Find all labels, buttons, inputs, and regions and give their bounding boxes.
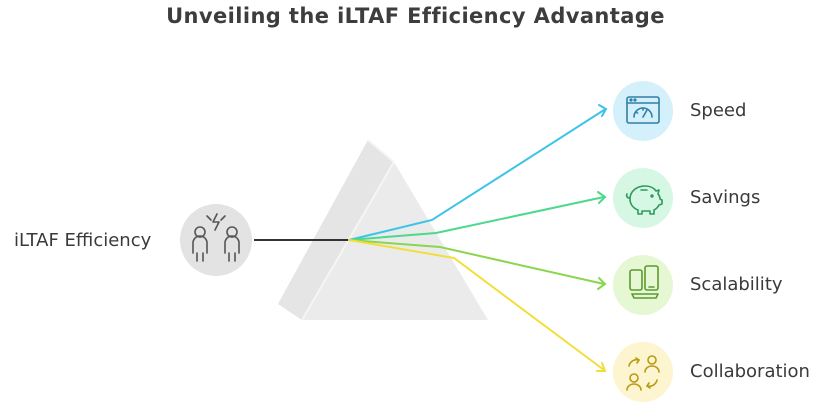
beam-speed <box>348 109 605 241</box>
prism-edge <box>367 139 395 163</box>
collaboration-circle <box>613 342 673 402</box>
prism <box>278 139 488 321</box>
output-label-scalability: Scalability <box>690 274 783 295</box>
arrowhead-collaboration <box>596 362 607 372</box>
arrowhead-savings <box>597 191 607 204</box>
output-label-savings: Savings <box>690 187 761 208</box>
savings-circle <box>613 168 673 228</box>
arrowhead-scalability <box>597 277 607 290</box>
output-node-speed <box>613 81 673 141</box>
source-label: iLTAF Efficiency <box>14 230 152 251</box>
beam-savings <box>348 196 605 241</box>
output-node-savings <box>613 168 673 228</box>
scalability-circle <box>613 255 673 315</box>
people-exchange-icon <box>192 213 240 262</box>
source-circle <box>180 204 252 276</box>
output-label-collaboration: Collaboration <box>690 361 810 382</box>
beam-collaboration <box>348 239 605 371</box>
output-node-collaboration <box>613 342 673 402</box>
prism-side-face <box>278 140 394 320</box>
arrowhead-speed <box>598 104 608 117</box>
speed-circle <box>613 81 673 141</box>
source-node <box>180 204 252 276</box>
team-collaboration-icon <box>626 355 660 391</box>
prism-front-face <box>302 162 488 320</box>
speedometer-window-icon <box>626 96 660 124</box>
beam-scalability <box>348 239 605 285</box>
piggy-bank-icon <box>625 185 663 215</box>
output-node-scalability <box>613 255 673 315</box>
page-title: Unveiling the iLTAF Efficiency Advantage <box>166 4 665 28</box>
devices-icon <box>629 265 659 299</box>
output-label-speed: Speed <box>690 100 747 121</box>
output-beams <box>348 104 608 372</box>
